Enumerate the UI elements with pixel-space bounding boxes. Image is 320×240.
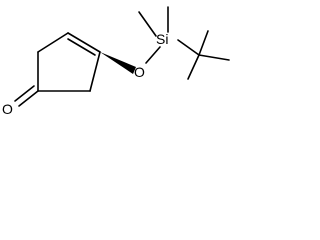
bond-tbu-methyl-right	[198, 54, 230, 61]
bond-tbu-methyl-down	[187, 54, 200, 80]
atom-label-silicon: Si	[156, 31, 168, 47]
molecule-structure: O O Si	[2, 6, 230, 117]
bond-tbu-methyl-up	[198, 30, 209, 56]
bond-ring-c3-c4	[89, 51, 101, 92]
bond-ring-c2-c3-double-inner	[67, 38, 96, 56]
bond-si-tertbutyl	[177, 39, 200, 56]
bond-carbonyl-double-a	[18, 90, 39, 107]
atom-label-oxygen-carbonyl: O	[2, 101, 13, 117]
bond-si-methyl-left	[138, 11, 157, 37]
bond-o-si	[145, 46, 161, 64]
bond-ring-c2-c3-double-outer	[67, 32, 101, 53]
bond-ring-c1-c2	[37, 32, 69, 53]
wedge-bond-stereocenter	[100, 52, 136, 74]
atom-label-oxygen-ether: O	[134, 64, 145, 80]
bond-carbonyl-double-b	[14, 85, 35, 102]
